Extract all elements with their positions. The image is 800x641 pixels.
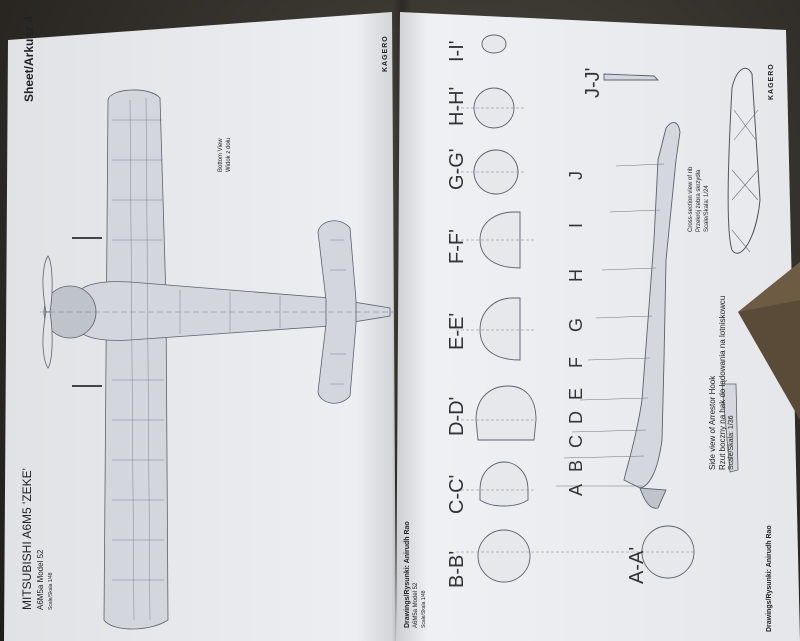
left-page: Sheet/Arkusz 4 KAGERO Bottom View Widok … bbox=[4, 12, 396, 641]
sheet-label: Sheet/Arkusz 4 bbox=[22, 15, 36, 102]
view-caption-en: Bottom View bbox=[218, 138, 224, 172]
aircraft-title: MITSUBISHI A6M5 'ZEKE' bbox=[20, 468, 34, 610]
section-d-shape bbox=[475, 385, 537, 441]
section-c-shape bbox=[479, 461, 529, 507]
section-label-g: G-G' bbox=[446, 148, 468, 190]
brand-logo-left: KAGERO bbox=[382, 35, 389, 72]
aircraft-bottom-view-drawing bbox=[40, 89, 395, 630]
cross-sections-drawing bbox=[456, 34, 761, 583]
hook-caption-line-3: Scale/Skala: 1/36 bbox=[728, 415, 735, 470]
hook-caption-line-2: Rzut boczny na hak do lądowania na lotni… bbox=[718, 295, 727, 470]
section-label-j: J-J' bbox=[582, 67, 604, 98]
rib-caption-line-2: Przekrój żebra skrzydła bbox=[696, 169, 702, 232]
credit-model: A6M5a Model 52 bbox=[413, 582, 419, 628]
station-i: I bbox=[566, 222, 586, 228]
aircraft-model: A6M5a Model 52 bbox=[36, 549, 45, 610]
hook-caption-line-1: Side view of Arrestor Hook bbox=[708, 375, 717, 470]
rib-caption-line-3: Scale/Skala: 1/24 bbox=[704, 185, 710, 232]
scale-label: Scale/Skala 1/48 bbox=[48, 572, 54, 610]
credit-scale: Scale/Skala 1/48 bbox=[421, 590, 427, 628]
section-label-b: B-B' bbox=[446, 550, 468, 588]
station-d: D bbox=[566, 411, 586, 424]
section-e-shape bbox=[479, 297, 521, 361]
rib-caption-line-1: Cross-section view of rib bbox=[688, 166, 694, 232]
station-b: B bbox=[566, 459, 586, 472]
footer-credit: Drawings/Rysunki: Anirudh Rao bbox=[766, 525, 773, 632]
section-label-c: C-C' bbox=[446, 474, 468, 514]
section-f-shape bbox=[479, 211, 521, 269]
section-label-f: F-F' bbox=[446, 229, 468, 264]
section-b-shape bbox=[477, 529, 531, 583]
station-a: A bbox=[566, 483, 586, 496]
section-label-h: H-H' bbox=[446, 86, 468, 126]
station-g: G bbox=[566, 317, 586, 332]
section-label-d: D-D' bbox=[446, 396, 468, 436]
right-page: KAGERO A-A' B-B' C-C' D-D' E-E' F-F' G-G… bbox=[396, 0, 800, 641]
credit-text: Drawings/Rysunki: Anirudh Rao bbox=[404, 521, 411, 628]
station-c: C bbox=[566, 435, 586, 448]
section-i-shape bbox=[481, 34, 507, 54]
station-j: J bbox=[566, 171, 586, 180]
section-label-e: E-E' bbox=[446, 312, 468, 350]
brand-logo-right: KAGERO bbox=[768, 63, 775, 100]
section-label-a: A-A' bbox=[626, 546, 648, 584]
station-h: H bbox=[566, 269, 586, 282]
view-caption-pl: Widok z dołu bbox=[226, 137, 232, 172]
station-e: E bbox=[566, 387, 586, 400]
station-f: F bbox=[566, 357, 586, 368]
section-label-i: I-I' bbox=[446, 40, 468, 62]
